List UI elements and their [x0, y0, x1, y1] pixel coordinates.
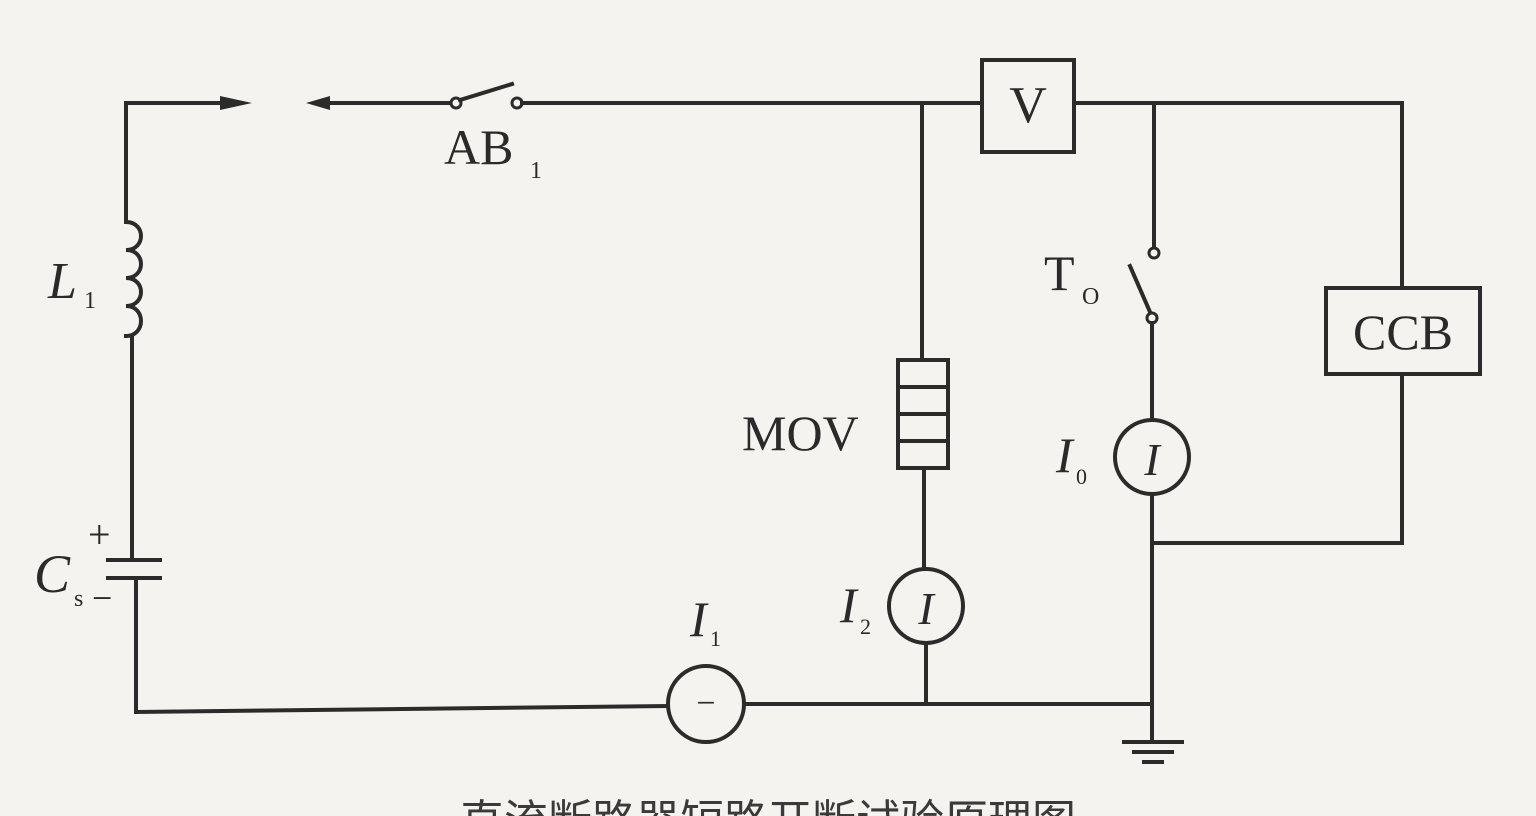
ground-icon	[1122, 740, 1184, 764]
bottom-left-wire	[133, 703, 671, 715]
sensor-symbol: I	[1143, 434, 1162, 485]
bottom-line: −	[133, 664, 1154, 744]
dc-sensor-symbol: −	[696, 685, 715, 722]
cs-subscript: s	[74, 586, 83, 612]
switch-terminal-icon	[1147, 246, 1161, 260]
i0-label: I	[1055, 427, 1075, 483]
t0-subscript: O	[1082, 284, 1099, 310]
switch-blade-icon	[457, 81, 515, 103]
label-l1: L 1	[47, 253, 96, 314]
l1-label: L	[47, 253, 77, 310]
left-branch	[106, 96, 252, 714]
mov-branch: I	[887, 101, 965, 706]
i1-subscript: 1	[710, 626, 721, 651]
label-i1: I 1	[689, 591, 721, 651]
label-i0: I 0	[1055, 427, 1087, 489]
mov-label: MOV	[742, 405, 859, 461]
minus-sign: −	[92, 578, 112, 618]
i2-label: I	[839, 577, 859, 633]
plus-sign: +	[88, 512, 111, 557]
cs-label: C	[34, 544, 71, 604]
l1-subscript: 1	[84, 288, 96, 314]
t0-label: T	[1044, 245, 1075, 301]
voltmeter-box	[980, 58, 1076, 154]
ccb-branch: CCB	[1150, 101, 1482, 545]
label-ab1: AB 1	[444, 119, 542, 184]
ccb-label: CCB	[1353, 304, 1453, 360]
ccb-box	[1324, 286, 1482, 376]
switch-ab1	[306, 81, 982, 110]
i2-subscript: 2	[860, 614, 871, 639]
label-i2: I 2	[839, 577, 871, 639]
voltmeter: V	[980, 58, 1076, 154]
figure-caption: 直流断路器短路开断试验原理图	[460, 796, 1076, 816]
switch-blade-icon	[1127, 263, 1153, 315]
ab1-subscript: 1	[530, 158, 542, 184]
voltmeter-label: V	[1009, 77, 1047, 134]
inductor-coil-icon	[123, 219, 143, 339]
ab1-label: AB	[444, 119, 513, 175]
sensor-symbol: I	[917, 583, 936, 634]
i1-label: I	[689, 591, 709, 647]
ccb-return-wire	[1150, 372, 1404, 545]
arrow-right-icon	[220, 96, 252, 110]
label-cs: C s + −	[34, 512, 112, 618]
label-t0: T O	[1044, 245, 1099, 310]
i0-subscript: 0	[1076, 464, 1087, 489]
t0-branch: I	[1113, 101, 1191, 742]
